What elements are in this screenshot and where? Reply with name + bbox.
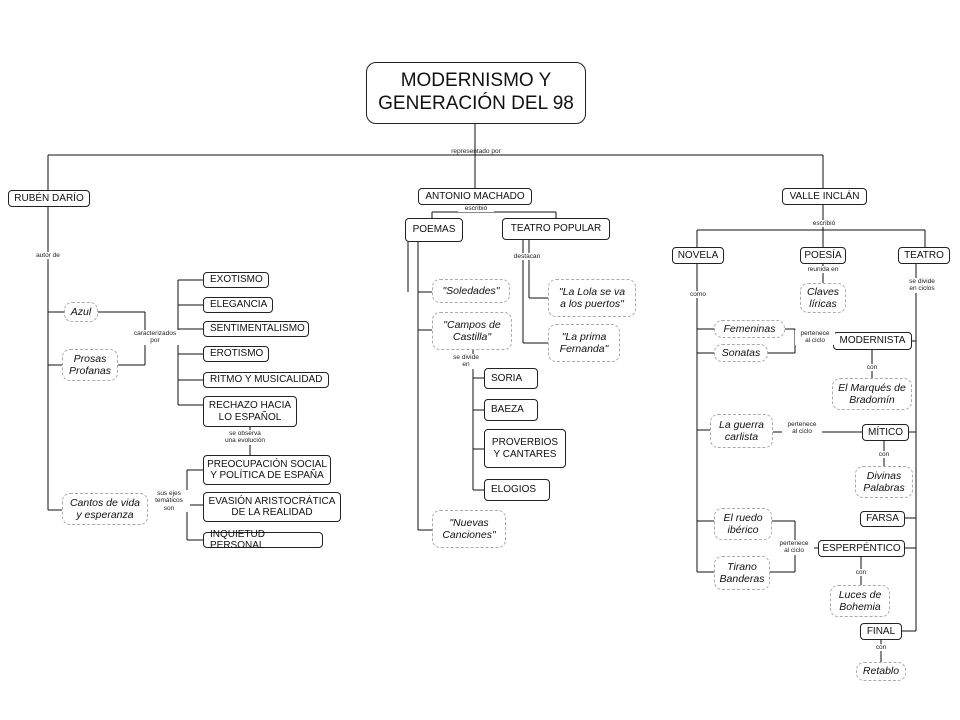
part-proverbios-cantares[interactable]: PROVERBIOS Y CANTARES	[484, 429, 566, 468]
trait-rechazo-espanol[interactable]: RECHAZO HACIA LO ESPAÑOL	[203, 396, 297, 427]
work-campos-de-castilla[interactable]: "Campos de Castilla"	[432, 312, 512, 350]
link-with-esperpentico: con	[853, 569, 869, 577]
work-la-lola[interactable]: "La Lola se va a los puertos"	[548, 279, 636, 317]
play-marques-de-bradomin[interactable]: El Marqués de Bradomín	[832, 378, 912, 410]
cycle-esperpentico[interactable]: ESPERPÉNTICO	[818, 540, 905, 557]
trait-sentimentalismo[interactable]: SENTIMENTALISMO	[203, 321, 309, 337]
link-belongs-modernista: pertenece al ciclo	[795, 330, 835, 345]
novel-la-guerra-carlista[interactable]: La guerra carlista	[710, 414, 773, 448]
trait-exotismo[interactable]: EXOTISMO	[203, 272, 269, 288]
trait-ritmo-musicalidad[interactable]: RITMO Y MUSICALIDAD	[203, 372, 329, 388]
trait-erotismo[interactable]: EROTISMO	[203, 346, 269, 362]
work-nuevas-canciones[interactable]: "Nuevas Canciones"	[432, 510, 506, 548]
theme-preocupacion-social[interactable]: PREOCUPACIÓN SOCIAL Y POLÍTICA DE ESPAÑA	[203, 455, 331, 485]
novel-el-ruedo-iberico[interactable]: El ruedo ibérico	[714, 508, 772, 540]
link-author-of: autor de	[24, 252, 72, 260]
poetry-claves-liricas[interactable]: Claves líricas	[800, 283, 846, 313]
author-antonio-machado[interactable]: ANTONIO MACHADO	[418, 188, 532, 205]
author-valle-inclan[interactable]: VALLE INCLÁN	[782, 188, 867, 205]
link-thematic-axes: sus ejes temáticos son	[148, 490, 190, 513]
link-as: como	[683, 291, 713, 299]
part-elogios[interactable]: ELOGIOS	[484, 479, 550, 501]
link-machado-wrote: escribió	[458, 205, 494, 213]
theme-evasion-aristocratica[interactable]: EVASIÓN ARISTOCRÁTICA DE LA REALIDAD	[203, 492, 341, 522]
category-poemas[interactable]: POEMAS	[405, 218, 463, 242]
novel-femeninas[interactable]: Femeninas	[714, 320, 785, 338]
link-belongs-esperpentico: pertenece al ciclo	[774, 540, 814, 555]
link-valle-wrote: escribió	[806, 220, 842, 228]
cycle-modernista[interactable]: MODERNISTA	[833, 332, 912, 350]
cycle-final[interactable]: FINAL	[860, 623, 902, 640]
genre-poesia[interactable]: POESÍA	[800, 247, 846, 264]
work-prosas-profanas[interactable]: Prosas Profanas	[62, 349, 118, 381]
part-soria[interactable]: SORIA	[484, 368, 538, 389]
link-represented-by: representado por	[451, 148, 501, 155]
theme-inquietud-personal[interactable]: INQUIETUD PERSONAL	[203, 529, 323, 551]
link-cycles: se divide en ciclos	[902, 278, 942, 293]
genre-teatro[interactable]: TEATRO	[898, 247, 950, 264]
link-highlight: destacan	[508, 253, 546, 261]
play-luces-de-bohemia[interactable]: Luces de Bohemia	[830, 585, 890, 617]
link-with-final: con	[873, 644, 889, 652]
genre-novela[interactable]: NOVELA	[672, 247, 724, 264]
author-ruben-dario[interactable]: RUBÉN DARÍO	[8, 190, 90, 207]
cycle-mitico[interactable]: MÍTICO	[862, 424, 909, 441]
play-retablo[interactable]: Retablo	[856, 662, 906, 681]
novel-tirano-banderas[interactable]: Tirano Banderas	[714, 556, 770, 590]
link-with-mitico: con	[876, 451, 892, 459]
category-teatro-popular[interactable]: TEATRO POPULAR	[502, 218, 610, 240]
link-evolution: se observa una evolución	[212, 430, 278, 445]
link-divided-into: se divide en	[446, 354, 486, 369]
work-soledades[interactable]: "Soledades"	[432, 279, 510, 303]
novel-sonatas[interactable]: Sonatas	[714, 344, 768, 362]
part-baeza[interactable]: BAEZA	[484, 399, 538, 421]
trait-elegancia[interactable]: ELEGANCIA	[203, 297, 273, 313]
link-belongs-mitico: pertenece al ciclo	[782, 421, 822, 436]
concept-map-title: MODERNISMO Y GENERACIÓN DEL 98	[366, 62, 586, 124]
link-gathered-in: reunida en	[800, 266, 846, 274]
link-with-modernista: con	[864, 364, 880, 372]
play-divinas-palabras[interactable]: Divinas Palabras	[855, 466, 913, 498]
work-cantos-de-vida[interactable]: Cantos de vida y esperanza	[62, 493, 148, 525]
work-la-prima-fernanda[interactable]: "La prima Fernanda"	[548, 324, 620, 362]
work-azul[interactable]: Azul	[64, 302, 98, 322]
cycle-farsa[interactable]: FARSA	[860, 511, 905, 527]
link-characterized-by: caracterizados por	[126, 330, 184, 345]
